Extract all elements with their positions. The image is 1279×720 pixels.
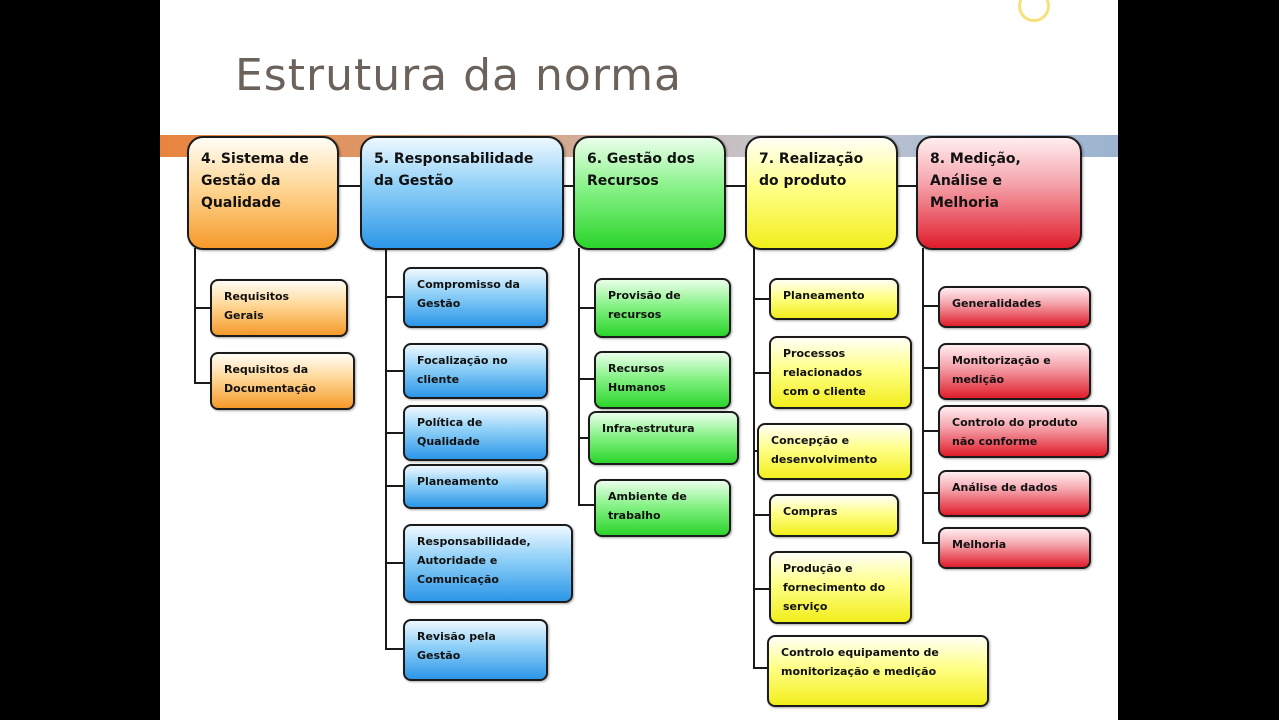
- connector: [922, 305, 938, 307]
- connector: [194, 382, 210, 384]
- connector: [922, 492, 938, 494]
- connector: [578, 307, 594, 309]
- item-processos-cliente: Processos relacionados com o cliente: [769, 336, 912, 409]
- connector: [385, 562, 403, 564]
- item-planeamento-produto: Planeamento: [769, 278, 899, 320]
- item-analise-dados: Análise de dados: [938, 470, 1091, 517]
- item-recursos-humanos: Recursos Humanos: [594, 351, 731, 409]
- header-sistema-gestao-qualidade: 4. Sistema de Gestão da Qualidade: [187, 136, 339, 250]
- item-compromisso-gestao: Compromisso da Gestão: [403, 267, 548, 328]
- item-compras: Compras: [769, 494, 899, 537]
- connector: [753, 372, 769, 374]
- connector: [578, 437, 588, 439]
- item-provisao-recursos: Provisão de recursos: [594, 278, 731, 338]
- item-focalizacao-cliente: Focalização no cliente: [403, 343, 548, 399]
- header-medicao-analise-melhoria: 8. Medição, Análise e Melhoria: [916, 136, 1082, 250]
- item-monitorizacao-medicao: Monitorização e medição: [938, 343, 1091, 400]
- slide: Estrutura da norma 4. Sistema de Gestão …: [160, 0, 1118, 720]
- connector: [753, 248, 755, 669]
- connector: [338, 185, 360, 187]
- header-realizacao-produto: 7. Realização do produto: [745, 136, 898, 250]
- connector: [897, 185, 917, 187]
- item-melhoria: Melhoria: [938, 527, 1091, 569]
- connector: [385, 432, 403, 434]
- connector: [578, 504, 594, 506]
- connector: [922, 248, 924, 544]
- header-responsabilidade-gestao: 5. Responsabilidade da Gestão: [360, 136, 564, 250]
- connector: [385, 370, 403, 372]
- item-requisitos-gerais: Requisitos Gerais: [210, 279, 348, 337]
- item-infra-estrutura: Infra-estrutura: [588, 411, 739, 465]
- connector: [922, 542, 938, 544]
- item-generalidades: Generalidades: [938, 286, 1091, 328]
- connector: [753, 514, 769, 516]
- connector: [578, 378, 594, 380]
- connector: [753, 588, 769, 590]
- item-revisao-gestao: Revisão pela Gestão: [403, 619, 548, 681]
- sun-icon: [1018, 0, 1050, 22]
- item-concepcao-desenvolvimento: Concepção e desenvolvimento: [757, 423, 912, 480]
- item-responsabilidade-autoridade-comunicacao: Responsabilidade, Autoridade e Comunicaç…: [403, 524, 573, 603]
- connector: [725, 185, 746, 187]
- header-gestao-recursos: 6. Gestão dos Recursos: [573, 136, 726, 250]
- item-requisitos-documentacao: Requisitos da Documentação: [210, 352, 355, 410]
- connector: [385, 485, 403, 487]
- item-ambiente-trabalho: Ambiente de trabalho: [594, 479, 731, 537]
- connector: [753, 667, 767, 669]
- connector: [194, 307, 210, 309]
- connector: [563, 185, 574, 187]
- connector: [385, 248, 387, 650]
- connector: [922, 430, 938, 432]
- item-planeamento: Planeamento: [403, 464, 548, 509]
- connector: [385, 648, 403, 650]
- connector: [385, 296, 403, 298]
- item-producao-fornecimento: Produção e fornecimento do serviço: [769, 551, 912, 624]
- connector: [194, 248, 196, 383]
- connector: [753, 450, 757, 452]
- connector: [922, 367, 938, 369]
- item-politica-qualidade: Política de Qualidade: [403, 405, 548, 461]
- slide-title: Estrutura da norma: [235, 50, 682, 101]
- connector: [578, 248, 580, 506]
- item-controlo-equipamento: Controlo equipamento de monitorização e …: [767, 635, 989, 707]
- item-controlo-produto-nao-conforme: Controlo do produto não conforme: [938, 405, 1109, 458]
- connector: [753, 298, 769, 300]
